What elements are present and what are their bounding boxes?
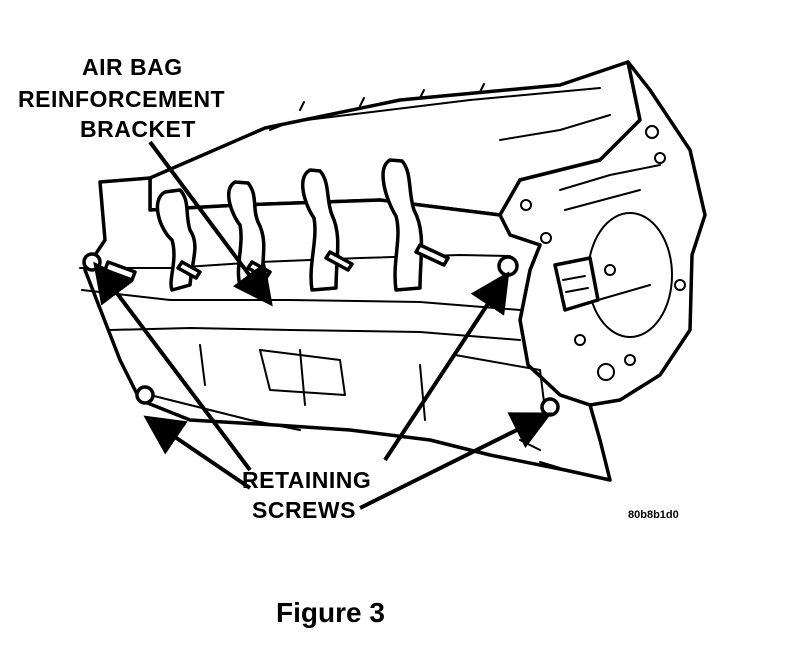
screw-leader-lower-left	[143, 415, 252, 490]
retaining-screws	[82, 252, 560, 417]
bracket-leader	[148, 140, 273, 307]
screw-leader-upper-right	[383, 271, 510, 462]
bracket-label-line3: BRACKET	[80, 116, 196, 142]
retaining-screw-right-lower	[540, 397, 560, 417]
figure-caption: Figure 3	[276, 597, 385, 628]
retaining-screw-left-lower	[135, 385, 155, 405]
screws-label-line1: RETAINING	[242, 467, 371, 493]
screw-leader-lower-right	[359, 412, 553, 510]
screws-label-line2: SCREWS	[252, 497, 356, 523]
image-code: 80b8b1d0	[628, 509, 679, 521]
bracket-label-line1: AIR BAG	[82, 54, 183, 80]
retaining-screw-right-upper	[497, 255, 519, 277]
instrument-panel-structure	[148, 60, 707, 407]
bracket-label-line2: REINFORCEMENT	[18, 86, 225, 112]
screw-leader-upper-left	[93, 261, 252, 472]
retaining-screw-left-upper	[82, 252, 102, 272]
leader-lines	[93, 140, 553, 510]
